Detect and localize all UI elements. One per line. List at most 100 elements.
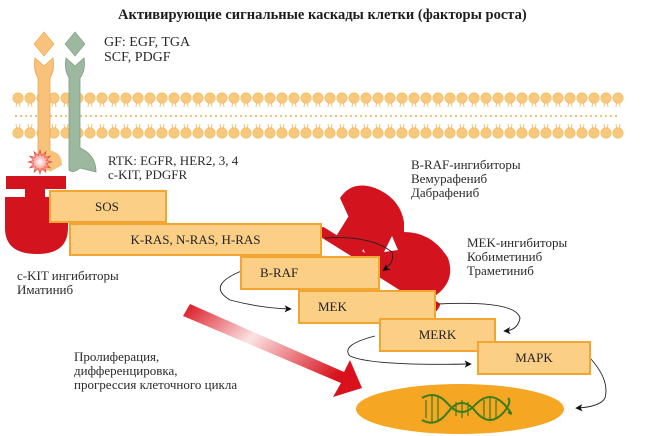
membrane-dot	[570, 115, 572, 117]
membrane-dot	[210, 115, 212, 117]
lipid-head	[372, 92, 384, 108]
lipid-head	[252, 123, 264, 139]
membrane-dot	[145, 115, 147, 117]
membrane-dot	[130, 115, 132, 117]
lipid-head	[468, 92, 480, 108]
membrane-dot	[15, 115, 17, 117]
lipid-head	[228, 92, 240, 108]
membrane-dot	[455, 115, 457, 117]
lipid-head	[540, 92, 552, 108]
arrow-merk-to-mapk	[347, 335, 472, 368]
lipid-head	[240, 123, 252, 139]
arrow-ras-to-braf-inhibitor	[324, 237, 394, 272]
membrane-dot	[55, 115, 57, 117]
lipid-head	[204, 92, 216, 108]
lipid-head	[468, 123, 480, 139]
membrane-dot	[535, 115, 537, 117]
membrane-dot	[310, 115, 312, 117]
membrane-dot	[500, 115, 502, 117]
lipid-head	[276, 92, 288, 108]
lipid-head	[348, 92, 360, 108]
lipid-head	[516, 92, 528, 108]
lipid-head	[144, 92, 156, 108]
cascade-label-merk: MERK	[418, 327, 457, 342]
membrane-dot	[390, 115, 392, 117]
lipid-head	[420, 123, 432, 139]
lipid-head	[180, 123, 192, 139]
lipid-head	[444, 92, 456, 108]
lipid-head	[588, 123, 600, 139]
membrane-dot	[205, 115, 207, 117]
lipid-head	[168, 123, 180, 139]
membrane-dot	[410, 115, 412, 117]
cascade-label-ras: K-RAS, N-RAS, H-RAS	[130, 231, 261, 247]
membrane-dot	[330, 115, 332, 117]
lipid-head	[312, 92, 324, 108]
lipid-head	[492, 92, 504, 108]
lipid-head	[384, 92, 396, 108]
membrane-dot	[355, 115, 357, 117]
lipid-head	[204, 123, 216, 139]
cascade-label-mek: MEK	[318, 299, 347, 314]
membrane-dot	[605, 115, 607, 117]
membrane-dot	[395, 115, 397, 117]
lipid-head	[336, 123, 348, 139]
membrane-dot	[220, 115, 222, 117]
membrane-dot	[300, 115, 302, 117]
cascade-box-braf: B-RAF	[240, 256, 380, 290]
lipid-head	[144, 123, 156, 139]
membrane-dot	[350, 115, 352, 117]
membrane-dot	[140, 115, 142, 117]
membrane-dot	[320, 115, 322, 117]
outcome-label: Пролиферация, дифференцировка, прогресси…	[74, 350, 237, 392]
cascade-box-sos: SOS	[49, 190, 167, 223]
lipid-head	[168, 92, 180, 108]
braf-inhibitors-line: Вемурафениб	[411, 171, 488, 186]
lipid-head	[264, 92, 276, 108]
membrane-dot	[180, 115, 182, 117]
membrane-dot	[125, 115, 127, 117]
cascade-label-braf: B-RAF	[260, 265, 299, 280]
membrane-dot	[345, 115, 347, 117]
lipid-head	[384, 123, 396, 139]
lipid-head	[564, 92, 576, 108]
proliferation-arrow	[183, 304, 362, 397]
membrane-dot	[255, 115, 257, 117]
lipid-head	[96, 92, 108, 108]
lipid-head	[132, 123, 144, 139]
lipid-head	[96, 123, 108, 139]
membrane-dot	[175, 115, 177, 117]
membrane-dot	[250, 115, 252, 117]
lipid-head	[420, 92, 432, 108]
lipid-head	[504, 92, 516, 108]
membrane-dot	[85, 115, 87, 117]
membrane-dot	[360, 115, 362, 117]
membrane-dot	[485, 115, 487, 117]
lipid-head	[312, 123, 324, 139]
cascade-box-merk: MERK	[379, 318, 496, 352]
membrane-dot	[515, 115, 517, 117]
lipid-head	[264, 123, 276, 139]
lipid-head	[408, 92, 420, 108]
membrane-dot	[415, 115, 417, 117]
ckit-inhibitors-line: c-KIT ингибиторы	[17, 268, 119, 283]
membrane-dot	[235, 115, 237, 117]
lipid-head	[276, 123, 288, 139]
nucleus	[356, 384, 564, 434]
lipid-head	[324, 123, 336, 139]
membrane-dot	[520, 115, 522, 117]
lipid-head	[180, 92, 192, 108]
membrane-dot	[270, 115, 272, 117]
lipid-head	[252, 92, 264, 108]
membrane-dot	[215, 115, 217, 117]
activation-burst-icon	[26, 148, 54, 176]
lipid-head	[192, 92, 204, 108]
membrane-dot	[105, 115, 107, 117]
lipid-head	[372, 123, 384, 139]
membrane-dot	[25, 115, 27, 117]
membrane-dot	[325, 115, 327, 117]
lipid-head	[84, 123, 96, 139]
receptor-green	[65, 57, 97, 173]
lipid-head	[552, 123, 564, 139]
